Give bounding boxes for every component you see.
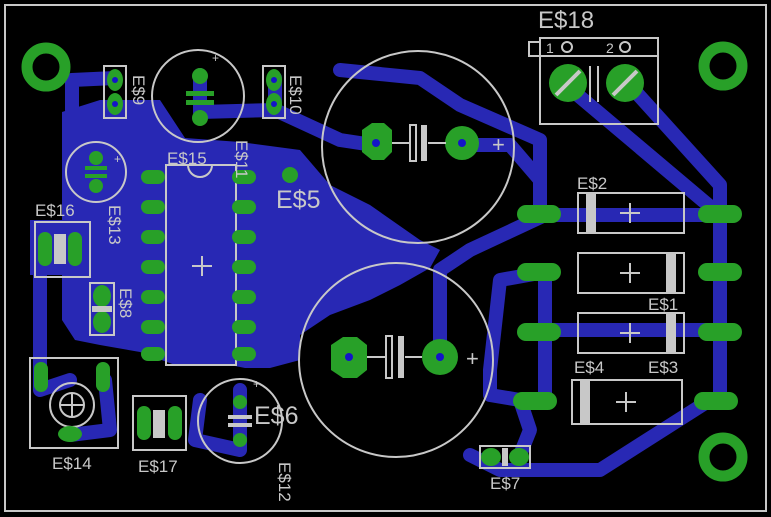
e7-label: E$7	[490, 474, 520, 493]
component-e2-diode: E$2	[517, 174, 742, 234]
e6-label: E$6	[254, 402, 298, 430]
component-e11-ic: E$11	[141, 140, 256, 366]
svg-text:+: +	[212, 51, 219, 65]
svg-text:+: +	[492, 132, 505, 157]
e15-label: E$15	[167, 149, 207, 168]
component-e14-trimmer: E$14	[29, 357, 119, 473]
component-e4-diode	[513, 379, 738, 425]
e3-label: E$3	[648, 358, 678, 377]
svg-text:+: +	[466, 346, 479, 371]
e12-label: E$12	[275, 462, 294, 502]
mounting-hole-top-right	[698, 41, 748, 91]
e2-label: E$2	[577, 174, 607, 193]
svg-text:+: +	[114, 152, 121, 166]
e18-outline	[539, 37, 659, 125]
component-e1-diode: E$1	[517, 252, 742, 314]
e17-label: E$17	[138, 457, 178, 476]
e18-label: E$18	[538, 7, 594, 34]
e18-pin1-label: 1	[546, 40, 554, 56]
component-e9-capacitor: E$9	[103, 65, 148, 119]
e8-label: E$8	[116, 288, 135, 318]
component-e17: E$17	[132, 395, 187, 476]
component-big-capacitor-bottom: +	[298, 262, 494, 458]
component-e13-capacitor: + E$13	[65, 141, 127, 245]
component-e8-capacitor: E$8	[89, 282, 135, 336]
e11-right-pins	[232, 170, 256, 361]
e11-label: E$11	[232, 140, 251, 178]
e9-label: E$9	[129, 75, 148, 105]
component-e3-diode: E$4 E$3	[517, 312, 742, 377]
e4-label: E$4	[574, 358, 604, 377]
e10-label: E$10	[286, 75, 305, 115]
e1-label: E$1	[648, 295, 678, 314]
component-e7-capacitor: E$7	[479, 445, 531, 493]
e11-left-pins	[141, 170, 165, 361]
e13-label: E$13	[105, 205, 124, 245]
svg-text:+: +	[253, 377, 260, 391]
mounting-hole-top-left	[21, 42, 71, 92]
e5-label: E$5	[276, 186, 320, 214]
mounting-holes	[21, 41, 748, 482]
component-big-capacitor-top: +	[321, 50, 515, 244]
component-e16: E$16	[34, 201, 91, 278]
e18-pin2-label: 2	[606, 40, 614, 56]
component-e12-capacitor: + E$6 E$12	[197, 377, 298, 502]
component-e15-capacitor: + E$15	[151, 49, 245, 168]
component-e5: E$5	[276, 167, 320, 214]
component-e10-capacitor: E$10	[262, 65, 305, 119]
e14-label: E$14	[52, 454, 92, 473]
component-e18-terminal-block: E$18 1 2	[528, 7, 659, 125]
mounting-hole-bottom-right	[698, 432, 748, 482]
board-outline	[4, 4, 767, 512]
e16-label: E$16	[35, 201, 75, 220]
